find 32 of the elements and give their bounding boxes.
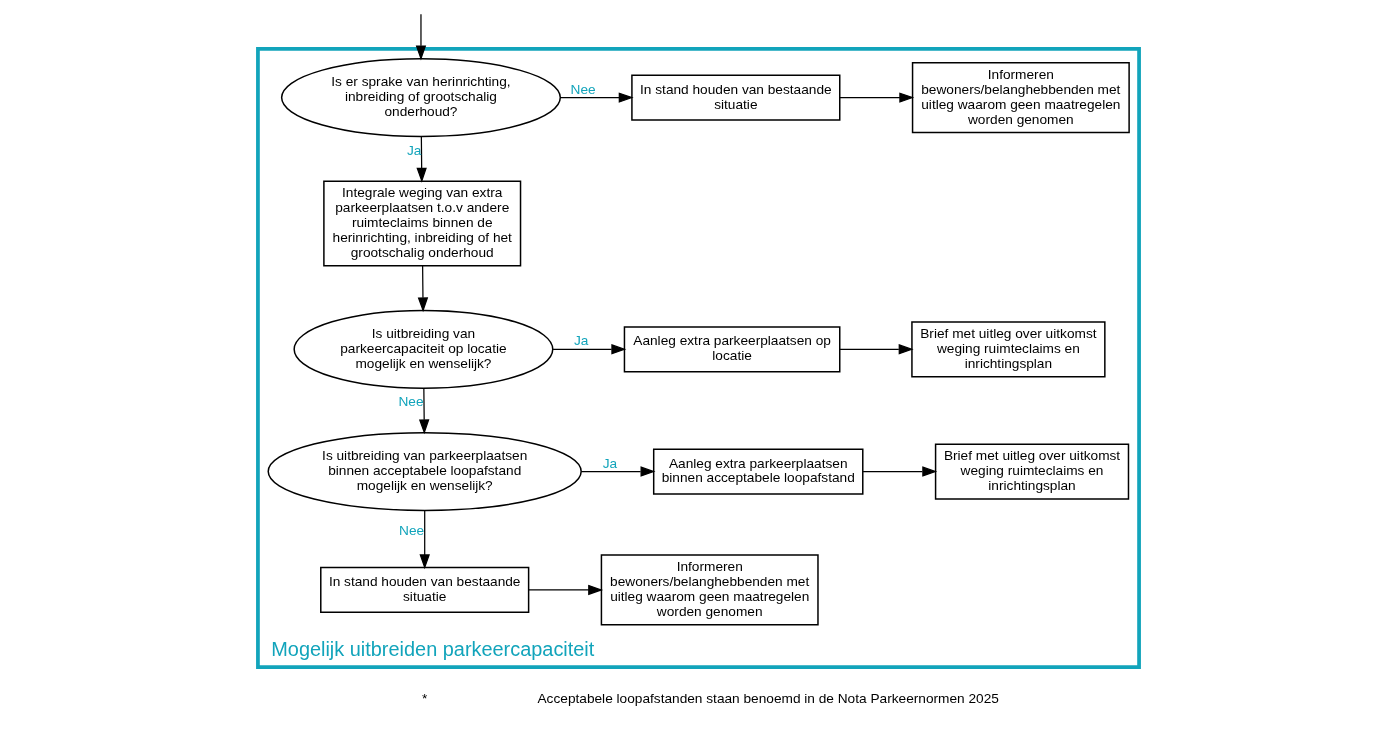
arrow — [417, 265, 428, 313]
node-box: In stand houden van bestaande situatie — [319, 566, 529, 614]
node-box: Integrale weging van extra parkeerplaatsen t.o.v andere ruimteclaims binnen de herinrichting, inbreiding of het grootschalig onderhoud — [322, 180, 521, 267]
arrow — [838, 344, 914, 355]
arrow — [418, 387, 429, 435]
arrow — [838, 92, 914, 103]
node-ellipse: Is uitbreiding van parkeerplaatsen binnen acceptabele loopafstand mogelijk en wenselijk? — [267, 431, 582, 512]
arrow — [415, 135, 427, 183]
arrow — [559, 92, 634, 103]
arrow — [527, 584, 603, 596]
node-box: Brief met uitleg over uitkomst weging ruimteclaims en inrichtingsplan — [910, 321, 1106, 378]
edge-label: Nee — [397, 394, 424, 410]
arrow — [861, 466, 937, 477]
node-ellipse: Is uitbreiding van parkeercapaciteit op locatie mogelijk en wenselijk? — [292, 309, 553, 389]
node-box: Brief met uitleg over uitkomst weging ruimteclaims en inrichtingsplan — [934, 443, 1129, 500]
arrow — [580, 466, 655, 477]
node-box: Aanleg extra parkeerplaatsen binnen acceptabele loopafstand — [652, 448, 864, 495]
node-ellipse: Is er sprake van herinrichting, inbreiding of grootschalig onderhoud? — [280, 58, 561, 138]
node-box: Informeren bewoners/belanghebbenden met uitleg waarom geen maatregelen worden genomen — [600, 554, 819, 626]
label: * — [421, 690, 427, 706]
arrow — [418, 509, 430, 570]
edge-label: Ja — [602, 455, 617, 471]
label: Acceptabele loopafstanden staan benoemd in de Nota Parkeernormen 2025 — [537, 690, 999, 706]
node-box: Aanleg extra parkeerplaatsen op locatie — [623, 326, 840, 373]
edge-label: Nee — [398, 523, 424, 539]
edge-label: Ja — [406, 143, 421, 159]
arrow — [415, 13, 426, 61]
edge-label: Nee — [570, 81, 596, 97]
edge-label: Ja — [573, 333, 588, 349]
arrow — [551, 344, 626, 355]
node-box: In stand houden van bestaande situatie — [630, 74, 840, 121]
node-box: Informeren bewoners/belanghebbenden met uitleg waarom geen maatregelen worden genomen — [911, 62, 1130, 134]
